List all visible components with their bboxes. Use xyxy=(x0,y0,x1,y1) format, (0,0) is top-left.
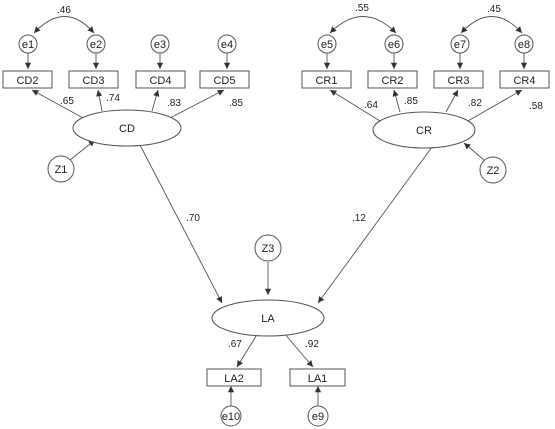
covariance-value-e1-e2: .46 xyxy=(57,5,71,16)
indicator-box-la1: LA1 xyxy=(289,368,346,387)
error-label-e9: e9 xyxy=(312,411,324,423)
loading-value-cr-cr1: .64 xyxy=(364,100,378,111)
loading-arrow-cd-cd4 xyxy=(151,89,160,112)
error-label-e4: e4 xyxy=(221,39,233,51)
error-node-e5: e5 xyxy=(317,34,337,54)
loading-arrow-cr-cr1 xyxy=(329,89,381,122)
error-node-e2: e2 xyxy=(86,34,106,54)
path-arrow-cd-la xyxy=(139,144,223,304)
latent-label-cd: CD xyxy=(119,123,135,135)
loading-value-la-la1: .92 xyxy=(305,339,319,350)
covariance-arc-e7-e8 xyxy=(460,16,523,34)
latent-node-la: LA xyxy=(211,299,325,337)
indicator-label-cr4: CR4 xyxy=(513,75,535,87)
loading-value-cr-cr4: .58 xyxy=(529,101,543,112)
latent-node-cr: CR xyxy=(372,111,476,149)
loading-value-cd-cd2: .65 xyxy=(60,96,74,107)
error-label-e3: e3 xyxy=(154,39,166,51)
error-label-e7: e7 xyxy=(454,39,466,51)
covariance-value-e5-e6: .55 xyxy=(355,3,369,14)
covariance-arc-e1-e2 xyxy=(33,16,95,34)
indicator-label-cd2: CD2 xyxy=(16,75,38,87)
indicator-label-la1: LA1 xyxy=(308,373,328,385)
path-value-cr-la: .12 xyxy=(352,213,366,224)
indicator-box-cd3: CD3 xyxy=(68,70,119,89)
indicator-box-cd5: CD5 xyxy=(199,70,250,89)
error-node-e4: e4 xyxy=(217,34,237,54)
indicator-label-la2: LA2 xyxy=(224,373,244,385)
error-label-e10: e10 xyxy=(222,411,240,423)
disturbance-node-z3: Z3 xyxy=(254,234,282,262)
path-arrow-cr-la xyxy=(317,146,433,304)
loading-value-cr-cr3: .82 xyxy=(468,98,482,109)
disturbance-label-z1: Z1 xyxy=(55,164,68,176)
indicator-label-cd3: CD3 xyxy=(82,75,104,87)
loading-value-cd-cd4: .83 xyxy=(167,98,181,109)
path-value-cd-la: .70 xyxy=(186,213,200,224)
covariance-value-e7-e8: .45 xyxy=(487,4,501,15)
error-label-e6: e6 xyxy=(388,39,400,51)
indicator-label-cr3: CR3 xyxy=(447,75,469,87)
error-node-e7: e7 xyxy=(450,34,470,54)
loading-arrow-la-la1 xyxy=(283,332,314,368)
indicator-box-cr1: CR1 xyxy=(301,70,352,89)
indicator-box-cr4: CR4 xyxy=(499,70,550,89)
indicator-box-cr2: CR2 xyxy=(367,70,418,89)
loading-value-la-la2: .67 xyxy=(228,339,242,350)
loading-arrow-la-la2 xyxy=(236,332,259,368)
indicator-box-la2: LA2 xyxy=(206,368,262,387)
loading-arrow-cr-cr3 xyxy=(445,89,459,113)
loading-value-cd-cd5: .85 xyxy=(229,98,243,109)
error-node-e10: e10 xyxy=(220,405,242,427)
error-label-e5: e5 xyxy=(321,39,333,51)
loading-arrow-cd-cd5 xyxy=(167,89,225,120)
loading-value-cd-cd3: .74 xyxy=(106,93,120,104)
loading-arrow-cd-cd2 xyxy=(31,89,86,120)
disturbance-node-z2: Z2 xyxy=(479,156,507,184)
loading-arrow-cd-cd3 xyxy=(96,89,103,112)
latent-label-cr: CR xyxy=(416,125,432,137)
indicator-box-cr3: CR3 xyxy=(433,70,484,89)
latent-node-cd: CD xyxy=(72,109,182,147)
error-label-e2: e2 xyxy=(90,39,102,51)
error-label-e1: e1 xyxy=(22,39,34,51)
indicator-label-cd5: CD5 xyxy=(213,75,235,87)
indicator-label-cr1: CR1 xyxy=(315,75,337,87)
indicator-label-cd4: CD4 xyxy=(149,75,171,87)
error-node-e6: e6 xyxy=(384,34,404,54)
loading-value-cr-cr2: .85 xyxy=(404,96,418,107)
latent-label-la: LA xyxy=(261,313,275,325)
error-node-e8: e8 xyxy=(514,34,534,54)
error-label-e8: e8 xyxy=(518,39,530,51)
loading-arrow-cr-cr2 xyxy=(392,89,401,113)
disturbance-node-z1: Z1 xyxy=(47,155,75,183)
disturbance-label-z2: Z2 xyxy=(487,165,500,177)
error-node-e3: e3 xyxy=(150,34,170,54)
arrow-z2-cr xyxy=(463,142,485,161)
arrow-z1-cd xyxy=(69,139,96,161)
loading-arrow-cr-cr4 xyxy=(465,89,523,123)
indicator-label-cr2: CR2 xyxy=(381,75,403,87)
indicator-box-cd2: CD2 xyxy=(2,70,53,89)
error-node-e1: e1 xyxy=(18,34,38,54)
disturbance-label-z3: Z3 xyxy=(262,243,275,255)
indicator-box-cd4: CD4 xyxy=(135,70,186,89)
error-node-e9: e9 xyxy=(307,405,329,427)
covariance-arc-e5-e6 xyxy=(329,16,397,34)
